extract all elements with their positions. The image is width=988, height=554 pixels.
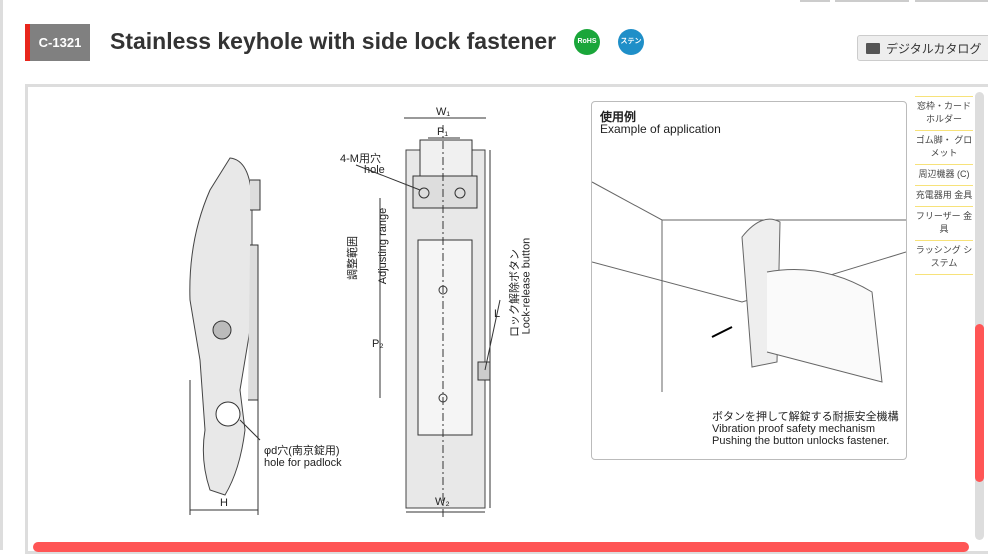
adjust-label-en: Adjusting range	[377, 207, 390, 285]
w1-label: W₁	[436, 106, 451, 118]
adjust-label-jp: 調整範囲	[347, 236, 359, 280]
sidebar-item[interactable]: 窓枠・カード ホルダー	[915, 96, 973, 130]
rohs-badge-icon: RoHS	[574, 29, 600, 55]
category-sidebar: 窓枠・カード ホルダー ゴム脚・ グロメット 周辺機器 (C) 充電器用 金具 …	[915, 96, 973, 275]
horizontal-scrollbar-thumb[interactable]	[33, 542, 969, 552]
stainless-badge-icon: ステンレス	[618, 29, 644, 71]
l-label: L	[494, 308, 501, 320]
p2-label: P₂	[372, 338, 384, 350]
sidebar-item[interactable]: ゴム脚・ グロメット	[915, 130, 973, 164]
sidebar-item[interactable]: フリーザー 金具	[915, 206, 973, 240]
product-code: C-1321	[25, 24, 90, 61]
page-title: Stainless keyhole with side lock fastene…	[110, 28, 557, 54]
example-title-jp: 使用例	[600, 110, 637, 124]
hole-label-jp: 4-M用穴	[340, 153, 381, 165]
top-tab[interactable]	[915, 0, 988, 2]
p1-label: P₁	[437, 126, 449, 138]
caption-jp: ボタンを押して解錠する耐振安全機構	[712, 411, 899, 423]
padlock-label-en: hole for padlock	[264, 457, 342, 469]
sidebar-item[interactable]: ラッシング システム	[915, 240, 973, 275]
top-tab[interactable]	[800, 0, 830, 2]
h-label: H	[220, 497, 228, 509]
padlock-label-jp: φd穴(南京錠用)	[264, 445, 340, 457]
hole-label-en: hole	[364, 164, 385, 176]
top-tab[interactable]	[835, 0, 909, 2]
sidebar-item[interactable]: 充電器用 金具	[915, 185, 973, 206]
lock-label-en: Lock-release button	[520, 237, 533, 335]
caption-en-1: Vibration proof safety mechanism	[712, 423, 876, 435]
digital-catalog-button[interactable]: デジタルカタログ	[857, 35, 988, 61]
example-illustration	[592, 181, 906, 392]
sidebar-item[interactable]: 周辺機器 (C)	[915, 164, 973, 185]
example-box	[591, 101, 907, 460]
page-edge	[0, 0, 3, 550]
example-caption: ボタンを押して解錠する耐振安全機構 Vibration proof safety…	[712, 411, 899, 447]
vertical-scrollbar-thumb[interactable]	[975, 324, 984, 482]
catalog-label: デジタルカタログ	[886, 42, 982, 56]
book-icon	[866, 43, 880, 54]
example-title-en: Example of application	[600, 122, 721, 136]
caption-en-2: Pushing the button unlocks fastener.	[712, 435, 890, 447]
w2-label: W₂	[435, 496, 450, 508]
vertical-scrollbar[interactable]	[975, 92, 984, 540]
